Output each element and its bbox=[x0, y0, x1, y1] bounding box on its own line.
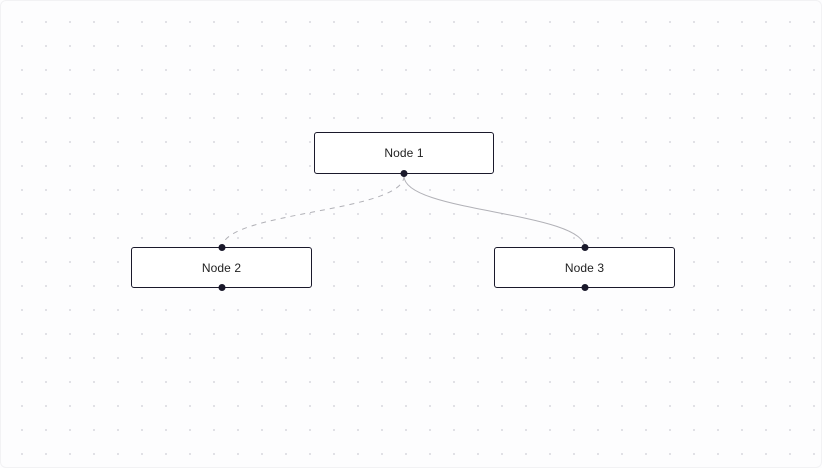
node-3-label: Node 3 bbox=[564, 260, 605, 275]
node-1-source-handle[interactable] bbox=[400, 170, 408, 177]
node-3-target-handle[interactable] bbox=[581, 244, 588, 251]
node-1[interactable]: Node 1 bbox=[314, 132, 494, 177]
node-2-source-handle[interactable] bbox=[218, 284, 225, 291]
node-2-label: Node 2 bbox=[201, 260, 242, 275]
edge-node1-to-node2[interactable] bbox=[221, 175, 405, 249]
edge-node1-to-node3[interactable] bbox=[403, 175, 586, 249]
node-2[interactable]: Node 2 bbox=[131, 244, 312, 291]
node-1-label: Node 1 bbox=[384, 146, 424, 160]
node-3[interactable]: Node 3 bbox=[494, 244, 675, 291]
node-2-target-handle[interactable] bbox=[218, 244, 225, 251]
node-3-source-handle[interactable] bbox=[581, 284, 588, 291]
